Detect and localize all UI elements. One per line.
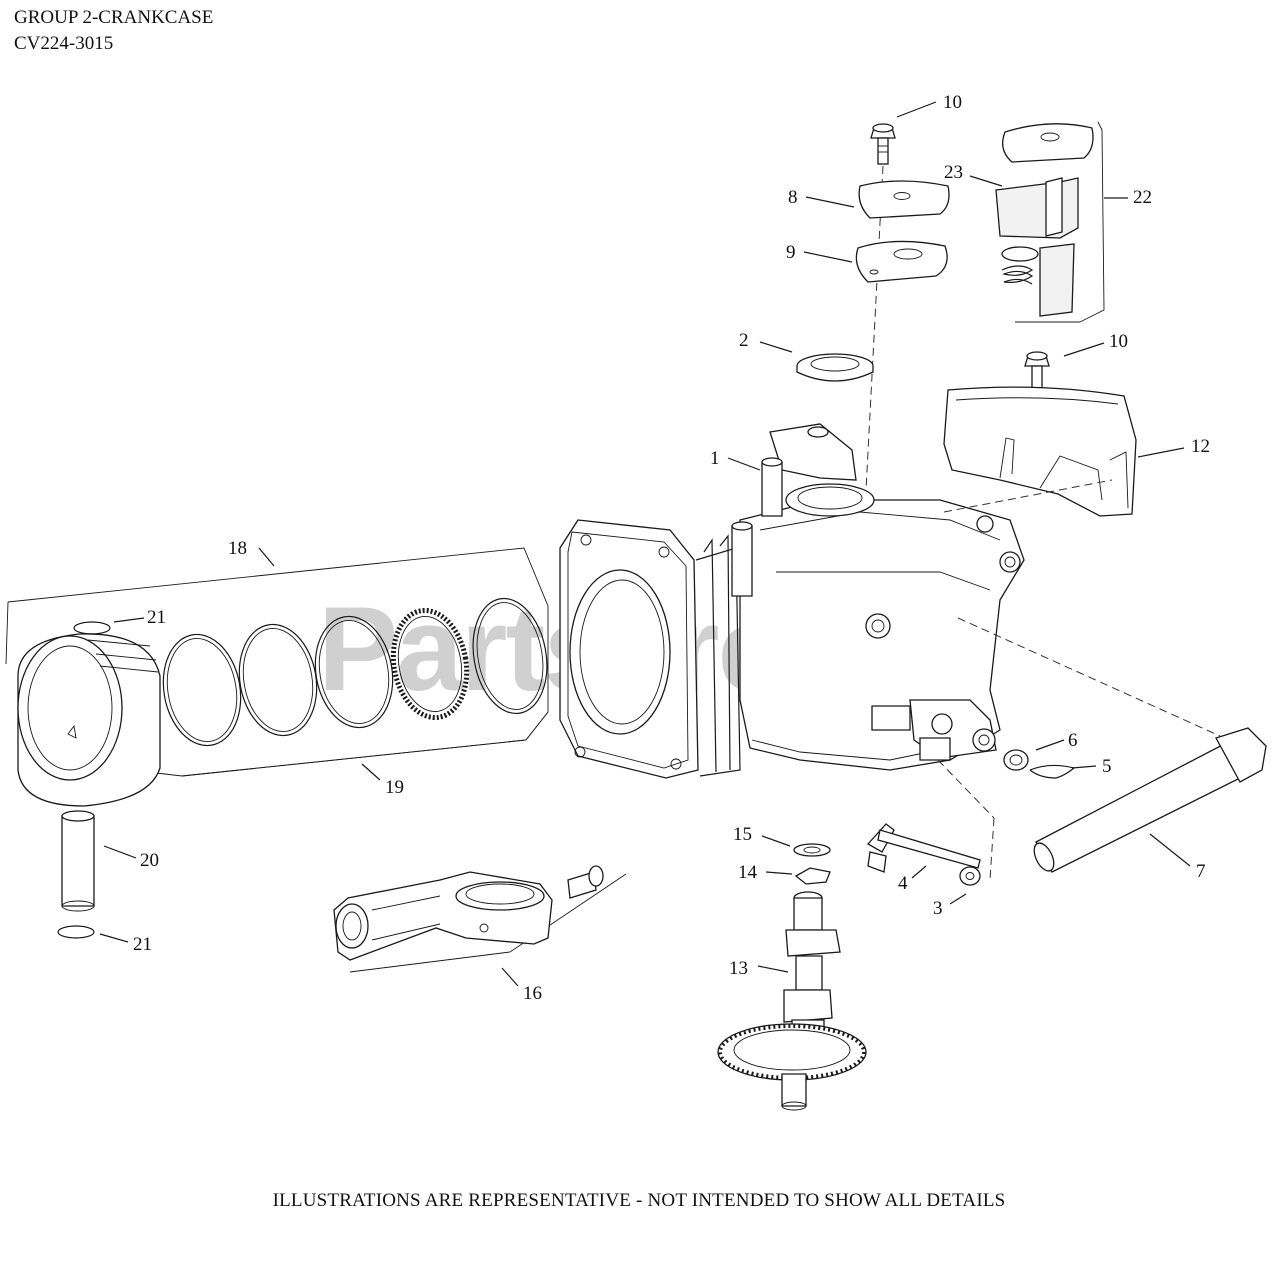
- disclaimer-note: ILLUSTRATIONS ARE REPRESENTATIVE - NOT I…: [272, 1190, 1006, 1211]
- part-governor-shaft[interactable]: [866, 823, 981, 873]
- callout-7[interactable]: 7: [1196, 861, 1206, 882]
- callout-14[interactable]: 14: [738, 862, 758, 883]
- callout-21-top[interactable]: 21: [147, 607, 166, 628]
- part-bolt-shield[interactable]: [1024, 351, 1050, 389]
- group-title: GROUP 2-CRANKCASE: [14, 7, 214, 28]
- part-shim-14[interactable]: [794, 867, 831, 885]
- callout-20[interactable]: 20: [140, 850, 159, 871]
- callout-5[interactable]: 5: [1102, 756, 1112, 777]
- part-oil-seal[interactable]: [796, 353, 874, 382]
- part-crankcase-shield[interactable]: [943, 386, 1137, 517]
- part-bolt-top[interactable]: [870, 123, 896, 165]
- callout-8[interactable]: 8: [788, 187, 798, 208]
- callout-21-bottom[interactable]: 21: [133, 934, 152, 955]
- callout-10-shield[interactable]: 10: [1109, 331, 1128, 352]
- callout-1[interactable]: 1: [710, 448, 720, 469]
- part-connecting-rod[interactable]: [333, 871, 553, 961]
- callout-19[interactable]: 19: [385, 777, 404, 798]
- callout-22[interactable]: 22: [1133, 187, 1152, 208]
- callout-16[interactable]: 16: [523, 983, 542, 1004]
- part-rod-bolt[interactable]: [567, 865, 604, 899]
- callout-15[interactable]: 15: [733, 824, 752, 845]
- callout-10-top[interactable]: 10: [943, 92, 962, 113]
- callout-12[interactable]: 12: [1191, 436, 1210, 457]
- part-camshaft[interactable]: [717, 891, 867, 1111]
- callout-6[interactable]: 6: [1068, 730, 1078, 751]
- callout-2[interactable]: 2: [739, 330, 749, 351]
- part-plate-9[interactable]: [855, 240, 948, 283]
- part-wrist-pin[interactable]: [61, 810, 95, 912]
- part-seal-6[interactable]: [1003, 749, 1029, 771]
- part-piston[interactable]: [17, 633, 161, 807]
- part-crankcase[interactable]: [559, 423, 1025, 779]
- leader-lines: [99, 101, 1191, 987]
- callout-9[interactable]: 9: [786, 242, 796, 263]
- callout-numbers: 10 23 22 8 9 2 10 1 12 18 21 6 5 19 15 2…: [133, 92, 1210, 1004]
- part-piston-rings[interactable]: [155, 593, 556, 752]
- callout-4[interactable]: 4: [898, 873, 908, 894]
- part-pin-5[interactable]: [1029, 764, 1075, 779]
- callout-3[interactable]: 3: [933, 898, 943, 919]
- part-plate-8[interactable]: [858, 180, 950, 219]
- callout-18[interactable]: 18: [228, 538, 247, 559]
- callout-13[interactable]: 13: [729, 958, 748, 979]
- model-number: CV224-3015: [14, 33, 114, 54]
- part-breather-tube[interactable]: [1030, 727, 1267, 874]
- part-washer-15[interactable]: [793, 843, 831, 857]
- part-governor-assembly[interactable]: [995, 121, 1105, 323]
- part-clip-bottom[interactable]: [57, 925, 95, 939]
- part-clip-top[interactable]: [73, 621, 111, 635]
- callout-23[interactable]: 23: [944, 162, 963, 183]
- part-washer-3[interactable]: [959, 866, 981, 886]
